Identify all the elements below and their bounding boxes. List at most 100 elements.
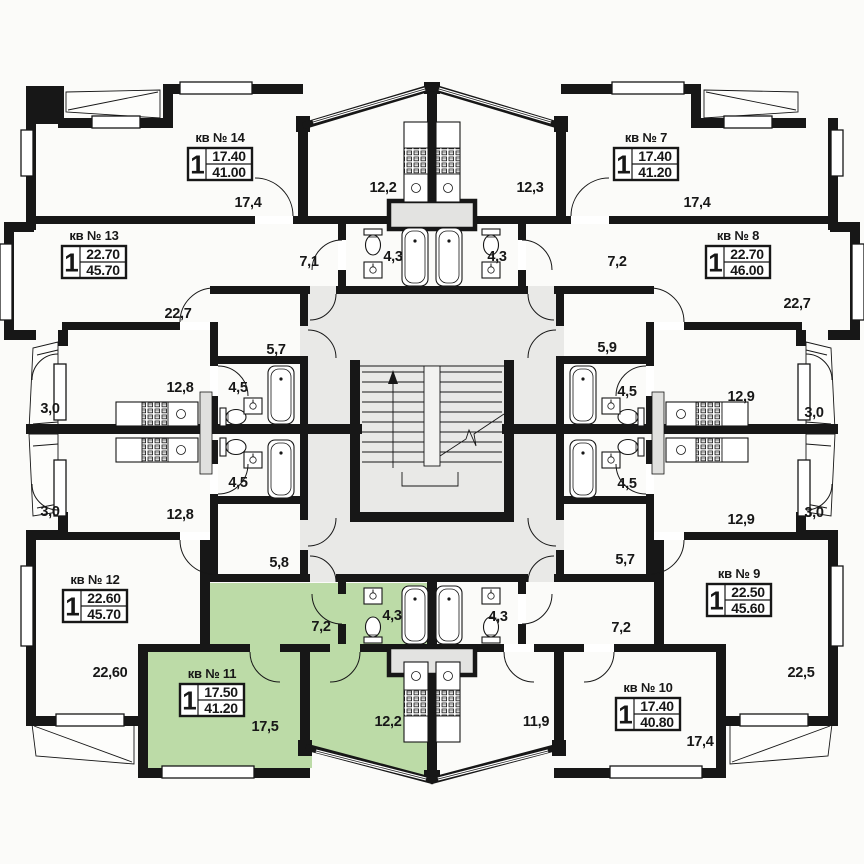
stove-icon [695, 437, 723, 463]
kitchen-counters [115, 121, 749, 743]
bathtub-icon [267, 439, 295, 499]
room-area-label: 4,5 [228, 380, 247, 396]
counter-bottom-center [403, 661, 461, 743]
bathtub-icon [401, 227, 429, 287]
living-area-value: 22.70 [86, 246, 120, 262]
sink-icon [411, 183, 421, 193]
room-area-label: 12,3 [516, 180, 543, 196]
room-count-value: 1 [708, 248, 722, 278]
living-area-value: 17.40 [638, 148, 672, 164]
total-area-value: 45.70 [87, 606, 121, 622]
room-count-value: 1 [616, 150, 630, 180]
balcony-diagonals [33, 91, 831, 763]
room-area-label: 3,0 [804, 505, 823, 521]
toilet-icon [219, 407, 247, 427]
window [723, 115, 773, 129]
elevator-shaft-bottom [386, 644, 478, 678]
stove-icon [403, 147, 429, 175]
window [830, 565, 844, 647]
room-area-label: 4,5 [617, 384, 636, 400]
door-openings-green [250, 594, 360, 652]
sink-icon [243, 451, 263, 469]
window [53, 459, 67, 517]
counter-mid-right [665, 401, 749, 463]
window [20, 129, 34, 177]
window [179, 81, 253, 95]
room-area-label: 5,7 [615, 552, 634, 568]
living-area-value: 22.70 [730, 246, 764, 262]
room-area-label: 12,8 [166, 380, 193, 396]
room-area-label: 7,1 [299, 254, 318, 270]
apartment-number-label: кв № 11 [188, 666, 237, 681]
room-area-label: 5,9 [597, 340, 616, 356]
room-area-label: 17,5 [251, 719, 278, 735]
living-area-value: 17.40 [212, 148, 246, 164]
stove-icon [695, 401, 723, 427]
counter-top-center [403, 121, 461, 203]
room-count-value: 1 [190, 150, 204, 180]
living-area-value: 17.40 [640, 698, 674, 714]
bathtub-icon [435, 585, 463, 645]
total-area-value: 40.80 [640, 714, 674, 730]
staircase [360, 365, 505, 487]
window [53, 363, 67, 421]
room-area-label: 5,8 [269, 555, 288, 571]
apartment-11-highlight [143, 583, 427, 779]
stair-arrow-head [388, 370, 398, 384]
room-area-label: 11,9 [523, 714, 549, 730]
sink-icon [411, 671, 421, 681]
total-area-value: 45.60 [731, 600, 765, 616]
vent-shaft-right [651, 391, 665, 475]
apartment-number-label: кв № 9 [718, 566, 760, 581]
counter-mid-left [115, 401, 199, 463]
total-area-value: 45.70 [86, 262, 120, 278]
room-area-label: 17,4 [683, 195, 710, 211]
sink-icon [363, 261, 383, 279]
stove-icon [435, 147, 461, 175]
living-area-value: 22.50 [731, 584, 765, 600]
room-area-label: 3,0 [40, 401, 59, 417]
service-shafts [199, 198, 665, 678]
room-area-label: 12,9 [727, 512, 754, 528]
room-count-value: 1 [618, 700, 632, 730]
room-area-label: 12,8 [166, 507, 193, 523]
window [611, 81, 685, 95]
room-area-label: 17,4 [686, 734, 713, 750]
room-area-label: 3,0 [40, 504, 59, 520]
stove-icon [141, 437, 169, 463]
room-area-label: 12,2 [374, 714, 401, 730]
sink-icon [601, 451, 621, 469]
elevator-shaft-top [386, 198, 478, 232]
window [797, 459, 811, 517]
room-area-label: 5,7 [266, 342, 285, 358]
room-area-label: 7,2 [611, 620, 630, 636]
bathtub-icon [401, 585, 429, 645]
total-area-value: 46.00 [730, 262, 764, 278]
window [55, 713, 125, 727]
balconies [28, 89, 836, 765]
bathtub-icon [267, 365, 295, 425]
room-area-label: 4,3 [487, 249, 506, 265]
stair-break-line [439, 413, 505, 457]
room-area-label: 12,2 [369, 180, 396, 196]
apartment-number-label: кв № 8 [717, 228, 759, 243]
sink-icon [176, 445, 186, 455]
room-count-value: 1 [65, 592, 79, 622]
window [739, 713, 809, 727]
vent-shaft-left [199, 391, 213, 475]
door-swing-arcs [31, 177, 833, 683]
apartment-number-label: кв № 14 [195, 130, 245, 145]
sink-icon [363, 587, 383, 605]
room-count-value: 1 [182, 686, 196, 716]
sink-icon [481, 587, 501, 605]
apartment-number-label: кв № 7 [625, 130, 667, 145]
toilet-icon [363, 228, 383, 256]
stair-landing [401, 472, 459, 487]
room-area-label: 12,9 [727, 389, 754, 405]
room-area-label: 22,7 [164, 306, 191, 322]
